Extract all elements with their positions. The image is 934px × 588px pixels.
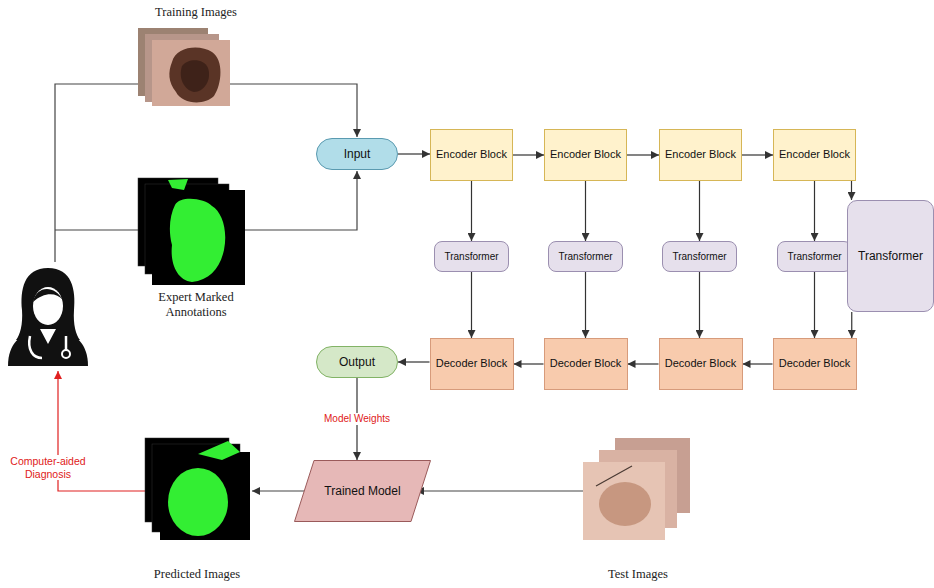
- encoder-box: Encoder Block: [659, 129, 742, 181]
- connector-arrow: [743, 363, 773, 364]
- wire: [416, 490, 583, 491]
- bangs: [33, 289, 63, 302]
- image-frame: [599, 450, 677, 528]
- mask-region: [168, 179, 188, 190]
- node-label: Input: [344, 147, 371, 161]
- encoder-box: Encoder Block: [544, 129, 627, 181]
- input-terminal: Input: [316, 138, 398, 170]
- node-label: Transformer: [858, 249, 923, 263]
- connector-arrow: [851, 181, 852, 200]
- transformer-box: Transformer: [662, 241, 737, 272]
- connector-arrow: [851, 312, 852, 338]
- lesion-core: [181, 60, 209, 92]
- parallelogram-shape: [295, 461, 431, 522]
- connector-arrow: [699, 272, 700, 338]
- connector-arrow: [814, 272, 815, 338]
- encoder-box: Encoder Block: [430, 129, 513, 181]
- annotation-images: [138, 178, 245, 285]
- transformer-box: Transformer: [777, 241, 852, 272]
- image-caption: Predicted Images: [122, 567, 272, 582]
- hair: [596, 466, 632, 486]
- encoder-box: Encoder Block: [773, 129, 856, 181]
- mask-region: [168, 468, 228, 536]
- image-caption: Expert Marked Annotations: [134, 290, 258, 320]
- connector-arrow: [513, 154, 544, 155]
- node-label: Encoder Block: [436, 148, 507, 161]
- lesion: [599, 482, 651, 526]
- face: [33, 287, 63, 325]
- node-label: Transformer: [558, 251, 612, 263]
- node-label: Transformer: [444, 251, 498, 263]
- connector-arrow: [627, 154, 659, 155]
- connector-arrow: [699, 181, 700, 241]
- connector-arrow: [742, 154, 773, 155]
- node-label: Transformer: [787, 251, 841, 263]
- model-parallelogram: Trained Model: [294, 460, 431, 522]
- decoder-box: Decoder Block: [773, 338, 857, 390]
- stethoscope: [65, 336, 68, 350]
- connector-arrow: [471, 181, 472, 241]
- decoder-box: Decoder Block: [430, 338, 514, 390]
- connector-arrow: [471, 272, 472, 338]
- doctor-wires: [55, 84, 583, 491]
- body: [8, 330, 88, 366]
- node-label: Output: [339, 355, 375, 369]
- connector-arrow: [585, 181, 586, 241]
- training-images: [138, 28, 230, 106]
- mask-region: [170, 199, 225, 282]
- image-frame: [583, 462, 665, 540]
- feedback-label: Computer-aided Diagnosis: [6, 455, 90, 480]
- test-images: [583, 438, 690, 540]
- node-label: Encoder Block: [550, 148, 621, 161]
- connector-layer: [357, 154, 852, 460]
- transformer-box: Transformer: [434, 241, 509, 272]
- image-frame: [152, 40, 230, 106]
- stethoscope: [29, 336, 42, 358]
- edge-label: Model Weights: [322, 413, 392, 425]
- image-caption: Training Images: [121, 5, 271, 20]
- connector-arrow: [585, 272, 586, 338]
- transformer-box: Transformer: [548, 241, 623, 272]
- collar: [40, 329, 56, 344]
- output-terminal: Output: [316, 346, 398, 378]
- node-label: Decoder Block: [665, 357, 737, 370]
- connector-arrow: [814, 181, 815, 241]
- connector-arrow: [514, 363, 544, 364]
- node-label: Transformer: [672, 251, 726, 263]
- lesion: [169, 47, 220, 102]
- stethoscope: [62, 350, 70, 358]
- wire: [252, 490, 311, 491]
- connector-arrow: [398, 361, 430, 362]
- decoder-box: Decoder Block: [544, 338, 628, 390]
- node-label: Encoder Block: [665, 148, 736, 161]
- node-label: Decoder Block: [779, 357, 851, 370]
- mask-region: [198, 441, 240, 460]
- predicted-images: [145, 438, 250, 540]
- node-label: Decoder Block: [550, 357, 622, 370]
- image-caption: Test Images: [563, 567, 713, 582]
- node-label: Encoder Block: [779, 148, 850, 161]
- node-label: Decoder Block: [436, 357, 508, 370]
- connector-arrow: [398, 153, 430, 154]
- doctor-icon: [8, 268, 88, 366]
- node-label: Trained Model: [324, 484, 400, 498]
- decoder-box: Decoder Block: [659, 338, 743, 390]
- mask-frame: [160, 452, 250, 540]
- mask-frame: [152, 190, 245, 285]
- transformer-box: Transformer: [847, 200, 934, 312]
- connector-arrow: [628, 363, 659, 364]
